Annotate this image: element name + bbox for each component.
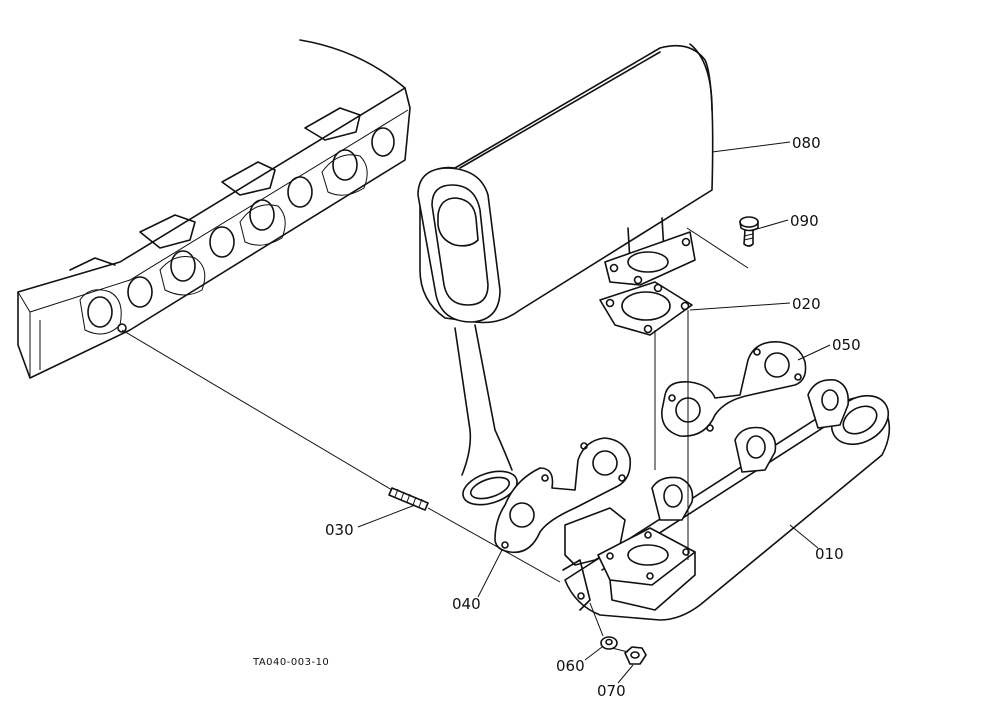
part-label-010: 010 [815, 545, 844, 563]
part-label-020: 020 [792, 295, 821, 313]
part-label-050: 050 [832, 336, 861, 354]
part-label-070: 070 [597, 682, 626, 700]
cylinder-head-drawing [17, 39, 411, 379]
gasket-050-drawing [661, 341, 807, 437]
stud-030-drawing [388, 487, 429, 511]
bolt-090-drawing [739, 216, 759, 247]
part-label-080: 080 [792, 134, 821, 152]
figure-code: TA040-003-10 [252, 657, 329, 668]
washer-060-drawing [600, 636, 618, 650]
part-label-040: 040 [452, 595, 481, 613]
part-label-030: 030 [325, 521, 354, 539]
gasket-040-drawing [494, 437, 632, 554]
part-label-060: 060 [556, 657, 585, 675]
muffler-drawing [417, 43, 714, 506]
exhaust-manifold-drawing [562, 378, 891, 621]
gasket-020-drawing [599, 281, 693, 336]
part-label-090: 090 [790, 212, 819, 230]
leader-lines [357, 141, 831, 684]
assembly-lines [121, 227, 749, 653]
nut-070-drawing [624, 646, 647, 665]
